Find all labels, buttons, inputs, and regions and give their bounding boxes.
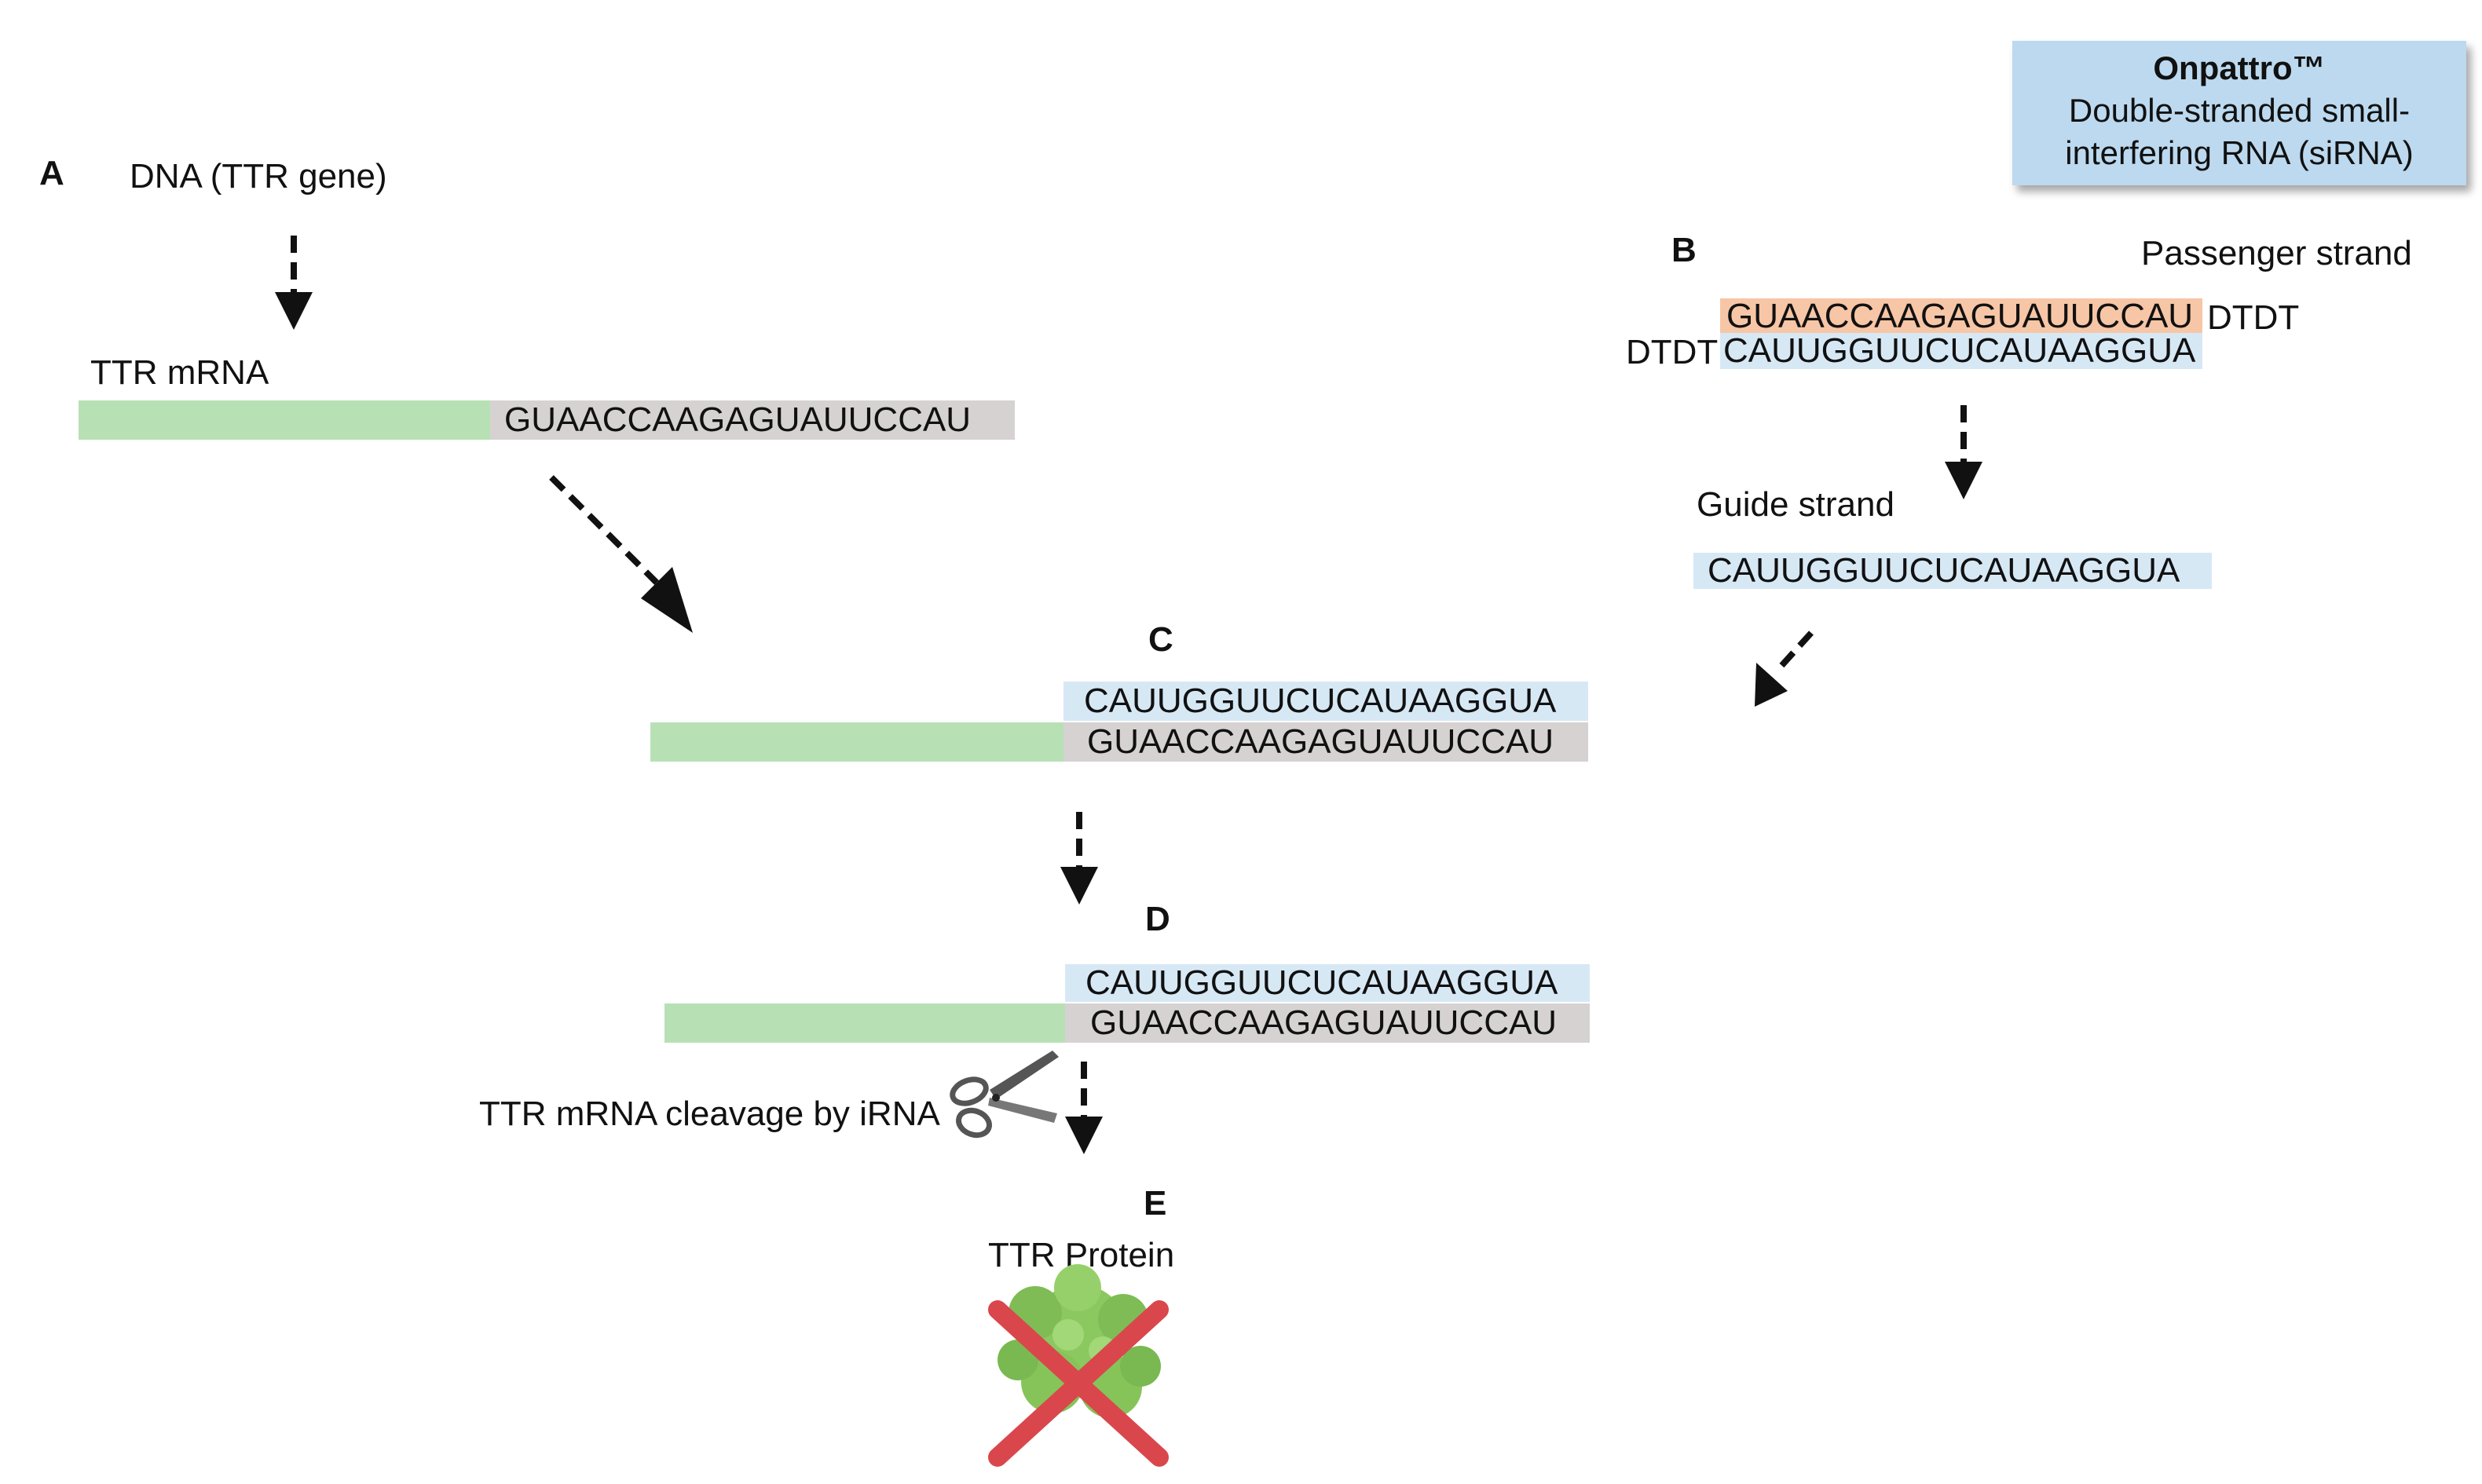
panel-d-mrna-body [664,1003,1065,1043]
cleavage-label: TTR mRNA cleavage by iRNA [479,1095,940,1133]
dashed-arrow-icon [1065,1062,1103,1154]
passenger-overhang: DTDT [2207,298,2300,337]
mrna-body-bar [79,400,490,440]
dashed-arrow-icon [549,475,693,633]
panel-c-guide-seq: CAUUGGUUCUCAUAAGGUA [1063,682,1588,721]
panel-c-letter: C [1148,620,1173,659]
passenger-seq: GUAACCAAGAGUAUUCCAU [1720,297,2202,335]
guide-overhang: DTDT [1626,333,1719,371]
panel-a-letter: A [39,154,64,192]
dashed-arrow-icon [1945,405,1982,499]
panel-c-target-seq: GUAACCAAGAGUAUUCCAU [1063,722,1588,762]
dashed-arrow-icon [1060,812,1098,905]
guide-seq: CAUUGGUUCUCAUAAGGUA [1693,551,2212,590]
guide-strand-label: Guide strand [1697,485,1894,524]
dashed-arrow-icon [1755,631,1814,707]
panel-d-letter: D [1145,900,1170,938]
callout-line-2: interfering RNA (siRNA) [2065,134,2414,171]
dashed-arrow-icon [275,236,313,330]
panel-c-mrna-body [650,722,1063,762]
panel-d-guide-seq: CAUUGGUUCUCAUAAGGUA [1065,963,1590,1002]
scissors-icon [950,1051,1059,1139]
callout-line-1: Double-stranded small- [2068,92,2411,129]
callout-brand: Onpattro™ [2153,49,2326,86]
red-cross-icon [988,1300,1169,1467]
onpattro-callout: Onpattro™ Double-stranded small- interfe… [2012,41,2466,185]
mrna-label: TTR mRNA [90,353,269,392]
dna-label: DNA (TTR gene) [130,157,387,196]
panel-d-target-seq: GUAACCAAGAGUAUUCCAU [1065,1003,1590,1043]
panel-e-letter: E [1144,1184,1167,1223]
passenger-strand-label: Passenger strand [2141,234,2412,272]
mrna-target-seq: GUAACCAAGAGUAUUCCAU [490,400,1015,440]
panel-b-letter: B [1671,231,1697,269]
guide-seq-duplex: CAUUGGUUCUCAUAAGGUA [1720,331,2202,370]
